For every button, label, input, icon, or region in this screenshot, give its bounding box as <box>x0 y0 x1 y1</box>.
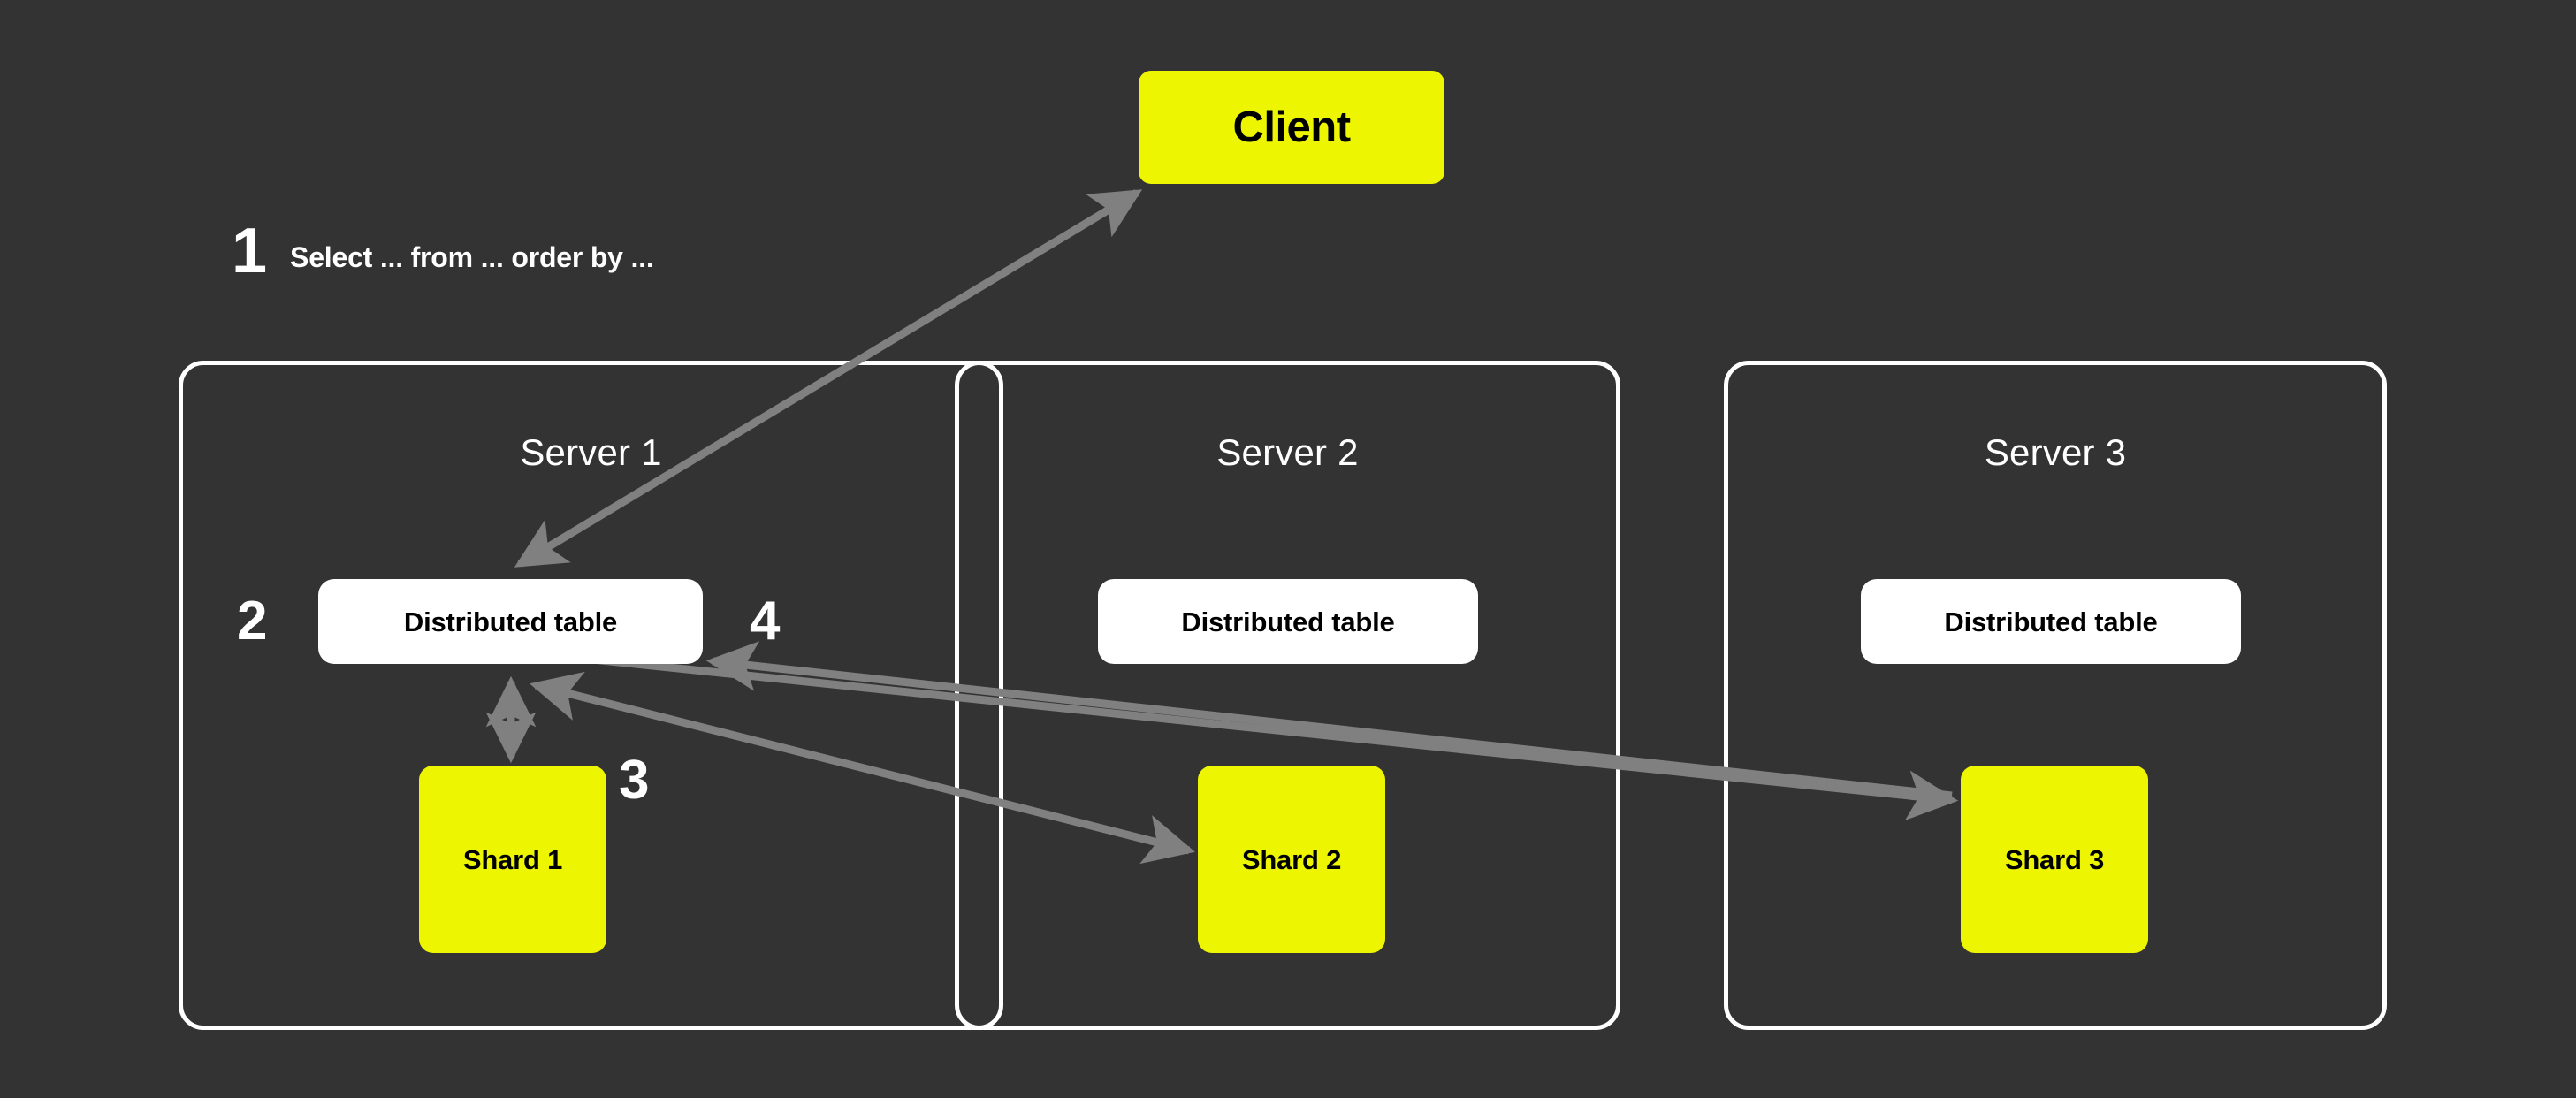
step-2-number: 2 <box>237 591 268 652</box>
shard-node-3[interactable]: Shard 3 <box>1961 766 2148 953</box>
server-2-title: Server 2 <box>1216 431 1359 473</box>
distributed-table-node-2[interactable]: Distributed table <box>1098 579 1478 664</box>
shard-node-2[interactable]: Shard 2 <box>1198 766 1385 953</box>
server-1-title: Server 1 <box>520 431 662 473</box>
client-label: Client <box>1232 103 1351 151</box>
distributed-table-label-3: Distributed table <box>1944 606 2158 637</box>
distributed-table-label-2: Distributed table <box>1181 606 1395 637</box>
distributed-table-node-1[interactable]: Distributed table <box>318 579 703 664</box>
shard-label-1: Shard 1 <box>462 843 563 875</box>
distributed-table-label-1: Distributed table <box>403 606 618 637</box>
shard-node-1[interactable]: Shard 1 <box>419 766 606 953</box>
step-1-caption: 1 Select ... from ... order by ... <box>232 219 654 283</box>
shard-label-3: Shard 3 <box>2004 843 2105 875</box>
shard-label-2: Shard 2 <box>1241 843 1342 875</box>
distributed-table-node-3[interactable]: Distributed table <box>1861 579 2241 664</box>
client-node[interactable]: Client <box>1139 71 1444 184</box>
step-1-query-text: Select ... from ... order by ... <box>290 240 654 273</box>
step-4-number: 4 <box>750 591 781 652</box>
step-1-number: 1 <box>232 216 268 286</box>
step-3-number: 3 <box>619 750 650 811</box>
server-3-title: Server 3 <box>1984 431 2127 473</box>
